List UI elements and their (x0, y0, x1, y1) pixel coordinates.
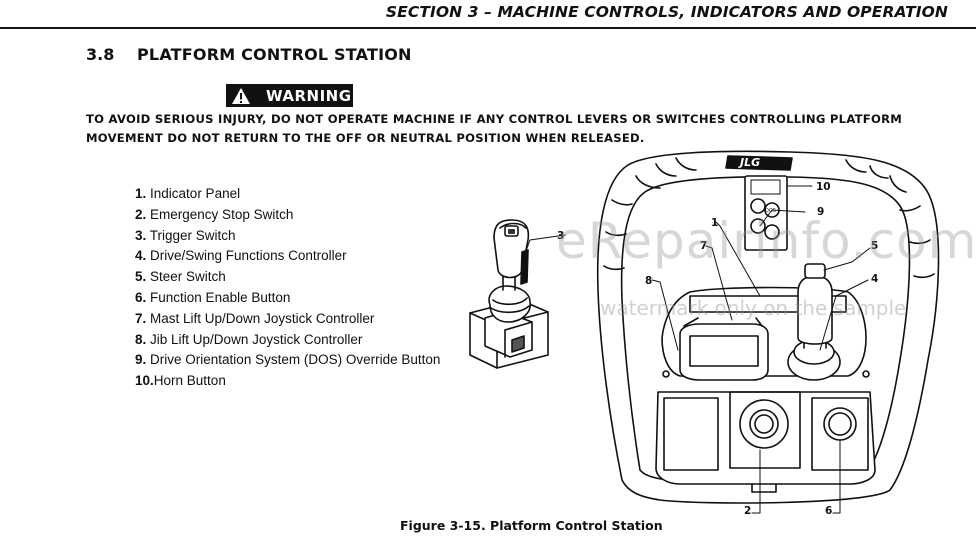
legend-number: 7. (135, 310, 147, 326)
legend-label: Drive/Swing Functions Controller (150, 248, 347, 264)
legend-label: Jib Lift Up/Down Joystick Controller (150, 331, 363, 347)
legend-item: 9. Drive Orientation System (DOS) Overri… (135, 350, 440, 371)
callout-6: 6 (825, 505, 832, 517)
callout-10: 10 (816, 181, 831, 193)
callout-7: 7 (700, 240, 707, 252)
legend-label: Function Enable Button (150, 289, 291, 305)
callout-8: 8 (645, 275, 652, 287)
watermark-sub: watermark only on the sample (600, 296, 907, 320)
legend-number: 2. (135, 206, 147, 222)
warning-text: TO AVOID SERIOUS INJURY, DO NOT OPERATE … (86, 112, 903, 145)
section-header: SECTION 3 – MACHINE CONTROLS, INDICATORS… (385, 3, 948, 21)
callout-leader-lines (521, 185, 871, 514)
dos-button-text: DOS (765, 208, 776, 214)
callout-9: 9 (817, 206, 824, 218)
warning-banner: WARNING (226, 84, 353, 107)
legend-item: 4. Drive/Swing Functions Controller (135, 246, 440, 267)
header-rule (0, 27, 976, 29)
callout-1: 1 (711, 217, 718, 229)
legend-number: 4. (135, 248, 147, 264)
legend-number: 1. (135, 186, 147, 201)
legend-number: 5. (135, 269, 147, 285)
legend-item: 10.Horn Button (135, 371, 440, 392)
callout-4: 4 (871, 273, 878, 285)
legend-item: 7. Mast Lift Up/Down Joystick Controller (135, 309, 440, 330)
legend-label: Horn Button (153, 373, 226, 389)
legend-item: 1. Indicator Panel (135, 184, 440, 205)
legend-item: 5. Steer Switch (135, 267, 440, 288)
parts-legend: 1. Indicator Panel 2. Emergency Stop Swi… (135, 184, 440, 392)
figure-caption: Figure 3-15. Platform Control Station (400, 518, 663, 533)
legend-number: 6. (135, 289, 147, 305)
legend-label: Emergency Stop Switch (150, 206, 294, 222)
warning-label: WARNING (266, 86, 352, 105)
section-number: 3.8 (86, 45, 115, 64)
legend-label: Indicator Panel (150, 186, 241, 201)
callout-2: 2 (744, 505, 751, 517)
legend-item: 8. Jib Lift Up/Down Joystick Controller (135, 330, 440, 351)
legend-label: Mast Lift Up/Down Joystick Controller (150, 310, 375, 326)
jlg-logo: JLG (738, 156, 760, 169)
section-title: PLATFORM CONTROL STATION (137, 45, 412, 64)
legend-label: Steer Switch (150, 269, 226, 285)
legend-label: Trigger Switch (149, 227, 236, 243)
watermark-main: eRepairinfo.com (556, 212, 976, 270)
callout-3: 3 (557, 230, 564, 242)
warning-triangle-icon (226, 84, 256, 107)
joystick-detail-drawing (469, 219, 549, 369)
callout-5: 5 (871, 240, 878, 252)
legend-item: 2. Emergency Stop Switch (135, 205, 440, 226)
legend-number: 3. (135, 227, 147, 243)
legend-label: Drive Orientation System (DOS) Override … (150, 352, 441, 368)
legend-number: 9. (135, 352, 147, 368)
legend-item: 3. Trigger Switch (135, 226, 440, 247)
legend-number: 8. (135, 331, 147, 347)
legend-item: 6. Function Enable Button (135, 288, 440, 309)
control-console-drawing (596, 150, 940, 504)
legend-number: 10. (135, 373, 154, 389)
